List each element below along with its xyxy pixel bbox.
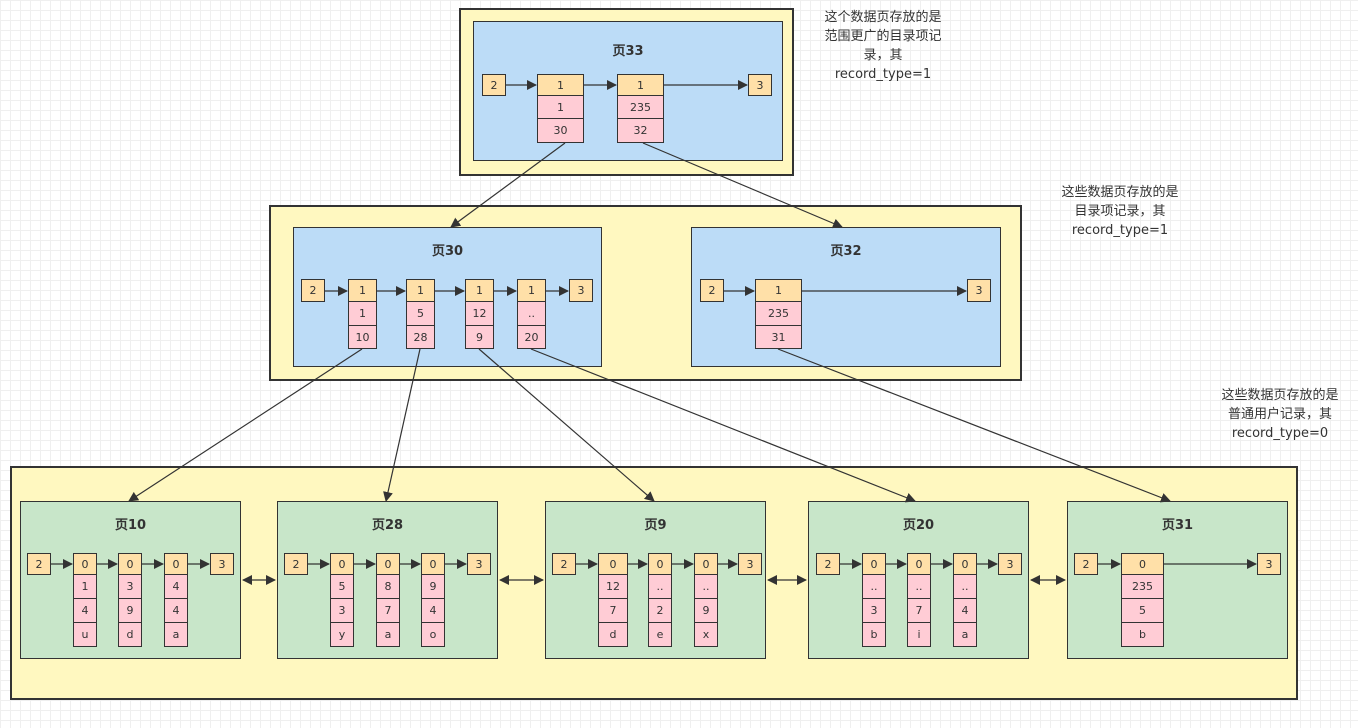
child-pointer-arrow [777,348,1171,503]
infimum-record: 2 [552,553,576,575]
record-col-cell: 7 [376,598,400,623]
supremum-record: 3 [210,553,234,575]
record-col-cell: x [694,622,718,647]
record-key-cell: .. [907,574,931,599]
record-page-no-cell: 10 [348,325,377,349]
note-line: 录，其 [863,48,903,63]
child-pointer-arrow [530,348,916,503]
record-key-cell: 1 [348,301,377,326]
page-title: 页31 [1161,518,1194,533]
record-col-cell: o [421,622,445,647]
supremum-record: 3 [467,553,491,575]
note-leaf-level: 这些数据页存放的是 普通用户记录，其 record_type=0 [1200,386,1358,443]
record-col-cell: u [73,622,97,647]
page-title: 页10 [114,518,147,533]
record-key-cell: .. [517,301,546,326]
infimum-record: 2 [284,553,308,575]
record-page-no-cell: 32 [617,118,664,143]
child-pointer-arrow [642,142,843,229]
record-key-cell: 12 [465,301,494,326]
infimum-record: 2 [816,553,840,575]
record-type-cell: 1 [406,279,435,302]
note-line: record_type=1 [1071,223,1169,238]
child-pointer-arrow [128,348,363,502]
note-line: 这些数据页存放的是 [1221,388,1339,403]
record-key-cell: .. [953,574,977,599]
child-pointer-arrow [478,348,655,502]
infimum-record: 2 [301,279,325,302]
record-col-cell: 7 [598,598,628,623]
page-title: 页9 [644,518,667,533]
note-root-level: 这个数据页存放的是 范围更广的目录项记 录，其 record_type=1 [808,8,958,84]
page-32: 页32 [691,227,1001,367]
record-col-cell: e [648,622,672,647]
page-31: 页31 [1067,501,1288,659]
record-type-cell: 0 [164,553,188,575]
supremum-record: 3 [967,279,991,302]
infimum-record: 2 [1074,553,1098,575]
record-col-cell: 9 [118,598,142,623]
record-key-cell: .. [694,574,718,599]
note-line: 普通用户记录，其 [1227,407,1332,422]
record-type-cell: 1 [465,279,494,302]
record-key-cell: 9 [421,574,445,599]
record-key-cell: 1 [73,574,97,599]
note-line: record_type=0 [1231,426,1329,441]
record-col-cell: d [598,622,628,647]
record-col-cell: i [907,622,931,647]
record-page-no-cell: 30 [537,118,584,143]
record-key-cell: 12 [598,574,628,599]
infimum-record: 2 [27,553,51,575]
infimum-record: 2 [482,74,506,96]
record-col-cell: 4 [164,598,188,623]
note-line: record_type=1 [834,67,932,82]
record-col-cell: y [330,622,354,647]
supremum-record: 3 [569,279,593,302]
record-page-no-cell: 28 [406,325,435,349]
note-line: 这些数据页存放的是 [1061,185,1179,200]
record-page-no-cell: 20 [517,325,546,349]
record-col-cell: d [118,622,142,647]
record-key-cell: 5 [406,301,435,326]
page-title: 页32 [830,244,862,259]
note-line: 这个数据页存放的是 [824,10,942,25]
record-col-cell: a [164,622,188,647]
record-col-cell: 4 [953,598,977,623]
supremum-record: 3 [738,553,762,575]
page-title: 页20 [902,518,935,533]
page-title: 页33 [612,44,644,59]
record-key-cell: .. [862,574,886,599]
record-col-cell: a [376,622,400,647]
record-col-cell: 7 [907,598,931,623]
record-page-no-cell: 9 [465,325,494,349]
record-col-cell: b [1121,622,1164,647]
page-title: 页28 [371,518,404,533]
supremum-record: 3 [998,553,1022,575]
supremum-record: 3 [748,74,772,96]
record-col-cell: a [953,622,977,647]
record-col-cell: 2 [648,598,672,623]
record-key-cell: 235 [755,301,802,326]
child-pointer-arrow [383,348,421,502]
record-col-cell: b [862,622,886,647]
infimum-record: 2 [700,279,724,302]
page-title: 页30 [431,244,464,259]
page-30: 页30 [293,227,602,367]
note-line: 范围更广的目录项记 [824,29,942,44]
note-line: 目录项记录，其 [1074,204,1166,219]
record-type-cell: 0 [862,553,886,575]
supremum-record: 3 [1257,553,1281,575]
record-type-cell: 0 [953,553,977,575]
record-page-no-cell: 31 [755,325,802,349]
child-pointer-arrow [450,142,566,228]
note-directory-level: 这些数据页存放的是 目录项记录，其 record_type=1 [1040,183,1200,240]
